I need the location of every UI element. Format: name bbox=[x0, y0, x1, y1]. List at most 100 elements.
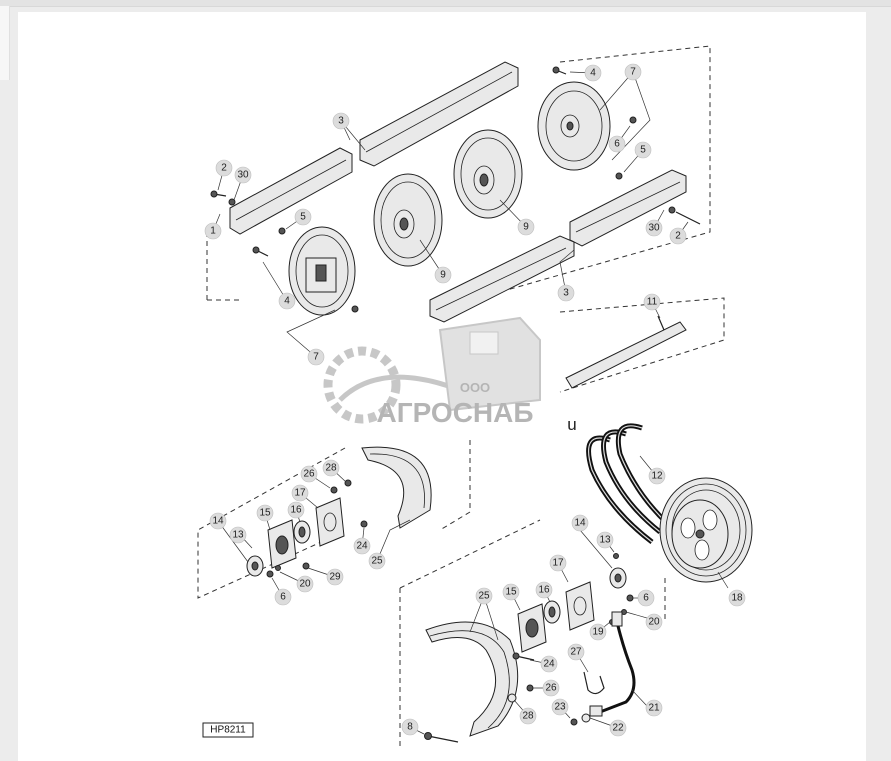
callout-23: 23 bbox=[551, 698, 569, 716]
shield-ring-lower bbox=[425, 621, 519, 737]
lower-left-assembly bbox=[197, 440, 471, 599]
svg-text:25: 25 bbox=[478, 591, 490, 602]
callout-26-right: 26 bbox=[542, 679, 560, 697]
callout-9-right: 9 bbox=[517, 218, 535, 236]
svg-text:15: 15 bbox=[259, 508, 271, 519]
nut-20-left bbox=[275, 565, 281, 571]
shaft-key bbox=[657, 315, 665, 331]
callout-6-lower-left: 6 bbox=[274, 588, 292, 606]
callout-30-right: 30 bbox=[645, 219, 663, 237]
callout-15-right: 15 bbox=[502, 583, 520, 601]
svg-text:6: 6 bbox=[614, 139, 620, 150]
disc-middle bbox=[373, 173, 443, 267]
callout-13-right: 13 bbox=[596, 531, 614, 549]
disc-front-hub bbox=[288, 226, 356, 316]
shield-ring-upper bbox=[361, 446, 432, 529]
svg-text:5: 5 bbox=[300, 212, 306, 223]
svg-text:4: 4 bbox=[284, 296, 290, 307]
rail-left bbox=[229, 147, 353, 235]
svg-text:24: 24 bbox=[356, 541, 368, 552]
callout-30-upper-left: 30 bbox=[234, 166, 252, 184]
collar-13-right bbox=[609, 567, 627, 589]
bolt-8 bbox=[424, 732, 459, 743]
bolt-24-left bbox=[360, 520, 368, 528]
callout-20-left: 20 bbox=[296, 575, 314, 593]
svg-text:23: 23 bbox=[554, 702, 566, 713]
bolt-4-top bbox=[552, 66, 567, 75]
callout-22: 22 bbox=[609, 719, 627, 737]
shaft-boundary bbox=[559, 297, 725, 393]
callout-18: 18 bbox=[728, 589, 746, 607]
callout-28-left: 28 bbox=[322, 459, 340, 477]
bolt-right bbox=[668, 206, 701, 225]
nut-28-left bbox=[344, 479, 352, 487]
callout-13-left: 13 bbox=[229, 526, 247, 544]
lower-right-boundary bbox=[399, 519, 666, 746]
disc-rear bbox=[453, 129, 523, 219]
svg-text:20: 20 bbox=[648, 617, 660, 628]
bearing-16-left bbox=[293, 520, 311, 544]
shaft-section bbox=[559, 297, 725, 393]
svg-text:25: 25 bbox=[371, 556, 383, 567]
rail-upper bbox=[359, 61, 519, 167]
svg-text:27: 27 bbox=[570, 647, 582, 658]
v-belts bbox=[586, 423, 670, 544]
svg-text:9: 9 bbox=[440, 270, 446, 281]
stray-mark: u bbox=[567, 415, 576, 434]
svg-text:28: 28 bbox=[325, 463, 337, 474]
top-bar bbox=[0, 0, 891, 7]
watermark-prefix: ООО bbox=[460, 380, 490, 395]
bearing-plate-15-right bbox=[517, 603, 547, 653]
svg-text:17: 17 bbox=[294, 488, 306, 499]
callout-29: 29 bbox=[326, 568, 344, 586]
watermark-name: АГРОСНАБ bbox=[377, 397, 534, 428]
svg-text:28: 28 bbox=[522, 711, 534, 722]
callout-24-right: 24 bbox=[540, 655, 558, 673]
callout-7-top: 7 bbox=[624, 63, 642, 81]
nut-6-left bbox=[351, 305, 359, 313]
upper-boundary-right bbox=[429, 45, 711, 313]
callout-27: 27 bbox=[567, 643, 585, 661]
svg-text:16: 16 bbox=[538, 585, 550, 596]
callout-5-right: 5 bbox=[634, 141, 652, 159]
svg-text:26: 26 bbox=[303, 469, 315, 480]
callout-2-upper-left: 2 bbox=[215, 159, 233, 177]
svg-text:30: 30 bbox=[237, 170, 249, 181]
callout-3-bottom: 3 bbox=[557, 284, 575, 302]
drawing-code-box: HP8211 bbox=[202, 722, 254, 738]
svg-text:3: 3 bbox=[338, 116, 344, 127]
collar-13-left bbox=[246, 555, 264, 577]
svg-text:17: 17 bbox=[552, 558, 564, 569]
callout-14-right: 14 bbox=[571, 514, 589, 532]
svg-text:4: 4 bbox=[590, 68, 596, 79]
svg-text:21: 21 bbox=[648, 703, 660, 714]
callout-4-top: 4 bbox=[584, 64, 602, 82]
svg-text:15: 15 bbox=[505, 587, 517, 598]
callout-9-left: 9 bbox=[434, 266, 452, 284]
svg-text:3: 3 bbox=[563, 288, 569, 299]
bearing-plate-15-left bbox=[267, 519, 297, 569]
svg-text:14: 14 bbox=[574, 518, 586, 529]
fitting-22 bbox=[581, 713, 591, 723]
grease-hose-21 bbox=[589, 611, 636, 717]
svg-text:6: 6 bbox=[280, 592, 286, 603]
callout-11: 11 bbox=[643, 293, 661, 311]
callout-15-left: 15 bbox=[256, 504, 274, 522]
callout-16-right: 16 bbox=[535, 581, 553, 599]
bearing-16-right bbox=[543, 600, 561, 624]
watermark-logo: ООО АГРОСНАБ bbox=[323, 316, 541, 428]
svg-text:9: 9 bbox=[523, 222, 529, 233]
callout-7-left: 7 bbox=[307, 348, 325, 366]
callout-28-right: 28 bbox=[519, 707, 537, 725]
drive-pulley bbox=[659, 477, 753, 589]
exploded-parts-diagram: ООО АГРОСНАБ u bbox=[197, 45, 753, 746]
svg-text:18: 18 bbox=[731, 593, 743, 604]
callout-17-left: 17 bbox=[291, 484, 309, 502]
callout-26-left: 26 bbox=[300, 465, 318, 483]
svg-text:6: 6 bbox=[643, 593, 649, 604]
callouts: 1 2 30 3 5 4 7 9 9 4 7 6 5 30 2 3 11 12 … bbox=[204, 63, 746, 737]
upper-assembly bbox=[206, 45, 711, 358]
left-panel-stub bbox=[0, 6, 10, 80]
callout-1: 1 bbox=[204, 222, 222, 240]
svg-text:24: 24 bbox=[543, 659, 555, 670]
